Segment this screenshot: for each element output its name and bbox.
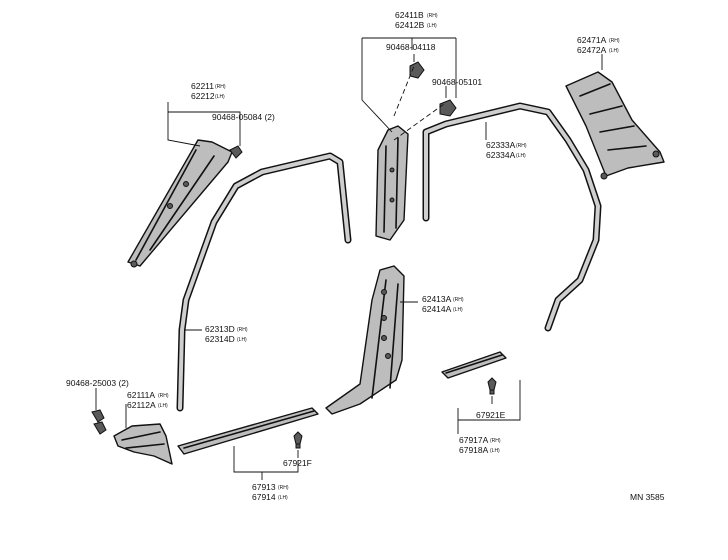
callout-67921f: 67921F: [283, 458, 312, 468]
svg-text:62112A: 62112A: [127, 400, 156, 410]
clip-67921e-icon: [487, 377, 497, 395]
svg-text:(RH): (RH): [490, 438, 501, 444]
clip-90468-05084-icon: [229, 145, 243, 159]
svg-text:62333A: 62333A: [486, 140, 516, 150]
svg-text:(LH): (LH): [237, 337, 247, 343]
svg-text:(RH): (RH): [516, 143, 527, 149]
svg-text:(RH): (RH): [453, 297, 464, 303]
svg-text:67914: 67914: [252, 492, 276, 502]
svg-text:(RH): (RH): [158, 393, 169, 399]
front-door-weatherstrip[interactable]: [176, 152, 352, 412]
callout-67913: 67913 (RH) 67914 (LH): [252, 482, 289, 502]
svg-text:62313D: 62313D: [205, 324, 235, 334]
svg-text:(LH): (LH): [427, 23, 437, 29]
callout-62333a: 62333A (RH) 62334A (LH): [486, 140, 527, 160]
svg-text:(LH): (LH): [516, 153, 526, 159]
svg-text:62471A: 62471A: [577, 35, 607, 45]
callout-67921e: 67921E: [476, 410, 506, 420]
callout-62111a: 62111A (RH) 62112A (LH): [127, 390, 169, 410]
svg-text:62411B: 62411B: [395, 10, 424, 20]
svg-text:(RH): (RH): [427, 13, 438, 19]
front-scuff-plate[interactable]: [177, 407, 319, 455]
svg-text:(LH): (LH): [158, 403, 168, 409]
svg-text:62334A: 62334A: [486, 150, 516, 160]
rear-scuff-plate[interactable]: [441, 351, 507, 379]
svg-text:(LH): (LH): [453, 307, 463, 313]
callout-67917a: 67917A (RH) 67918A (LH): [459, 435, 501, 455]
cowl-side-trim[interactable]: [113, 423, 173, 465]
svg-text:62211: 62211: [191, 81, 214, 91]
callout-90468-25003: 90468-25003 (2): [66, 378, 129, 388]
svg-text:62414A: 62414A: [422, 304, 452, 314]
svg-text:(LH): (LH): [278, 495, 288, 501]
svg-text:62472A: 62472A: [577, 45, 607, 55]
svg-text:62314D: 62314D: [205, 334, 235, 344]
clip-67921f-icon: [293, 431, 303, 449]
clip-90468-25003-icon: [91, 409, 107, 435]
clip-90468-05101-icon: [439, 99, 457, 117]
callout-62411b: 62411B (RH) 62412B (LH): [395, 10, 438, 30]
svg-text:(RH): (RH): [278, 485, 289, 491]
center-pillar-lower-garnish[interactable]: [325, 265, 405, 415]
svg-text:67913: 67913: [252, 482, 276, 492]
svg-text:(LH): (LH): [609, 48, 619, 54]
callout-62471a: 62471A (RH) 62472A (LH): [577, 35, 620, 55]
center-pillar-upper-garnish[interactable]: [375, 125, 409, 241]
svg-text:62412B: 62412B: [395, 20, 425, 30]
callout-62413a: 62413A (RH) 62414A (LH): [422, 294, 464, 314]
drawing-reference: MN 3585: [630, 492, 665, 502]
rear-door-weatherstrip[interactable]: [422, 102, 602, 332]
callout-90468-04118: 90468-04118: [386, 42, 436, 52]
svg-text:(RH): (RH): [237, 327, 248, 333]
svg-text:(RH): (RH): [609, 38, 620, 44]
leader-lines: [95, 37, 603, 480]
svg-text:67917A: 67917A: [459, 435, 489, 445]
clip-90468-04118-icon: [409, 61, 425, 79]
callout-90468-05084: 90468-05084 (2): [212, 112, 275, 122]
callout-62211: 62211 (RH) 62212 (LH): [191, 81, 226, 101]
callout-90468-05101: 90468-05101: [432, 77, 482, 87]
svg-text:62413A: 62413A: [422, 294, 452, 304]
svg-text:62212: 62212: [191, 91, 215, 101]
svg-text:(RH): (RH): [215, 84, 226, 90]
roof-side-inner-garnish[interactable]: [565, 71, 665, 180]
svg-text:(LH): (LH): [490, 448, 500, 454]
svg-text:62111A: 62111A: [127, 390, 155, 400]
front-pillar-garnish[interactable]: [127, 139, 233, 268]
callout-62313d: 62313D (RH) 62314D (LH): [205, 324, 248, 344]
svg-text:67918A: 67918A: [459, 445, 489, 455]
svg-text:(LH): (LH): [215, 94, 225, 100]
